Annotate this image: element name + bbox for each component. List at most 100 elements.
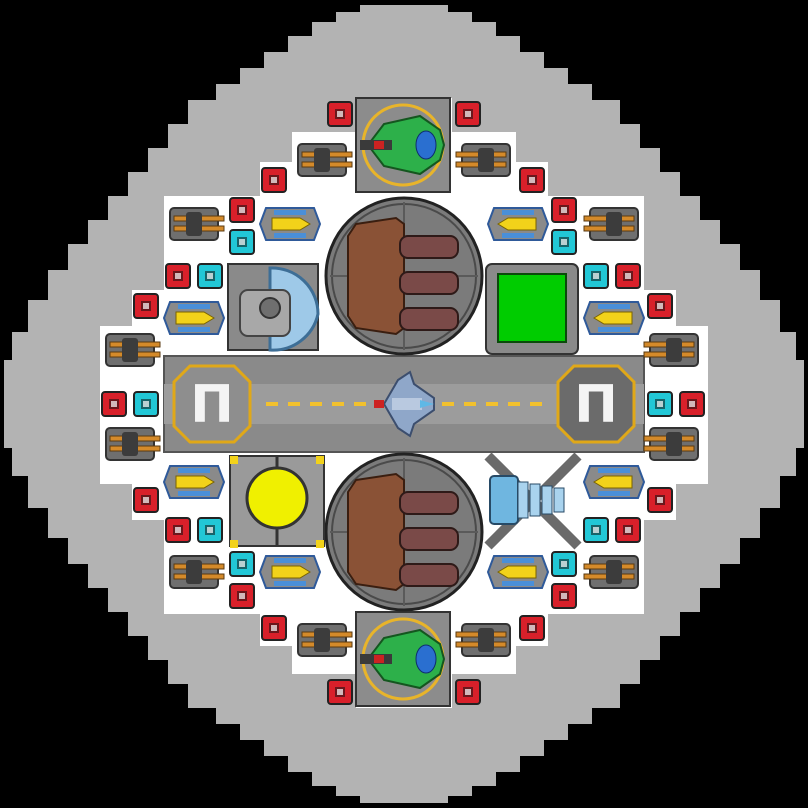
turret-housing — [122, 432, 138, 456]
turret-housing — [478, 148, 494, 172]
core-corner — [230, 456, 238, 464]
red-block[interactable] — [165, 263, 191, 289]
cyan-block[interactable] — [551, 229, 577, 255]
left-pad[interactable]: Π — [172, 364, 252, 444]
red-block[interactable] — [455, 679, 481, 705]
cannon-muzzle — [374, 141, 384, 149]
red-block[interactable] — [327, 679, 353, 705]
red-block[interactable] — [615, 517, 641, 543]
missile — [593, 311, 633, 325]
shield-generator[interactable] — [227, 263, 320, 352]
turret-housing — [186, 212, 202, 236]
turret[interactable] — [643, 333, 699, 367]
cyan-block[interactable] — [229, 229, 255, 255]
red-block[interactable] — [229, 583, 255, 609]
cyan-block[interactable] — [197, 263, 223, 289]
red-block[interactable] — [455, 101, 481, 127]
red-block[interactable] — [519, 615, 545, 641]
power-core[interactable] — [229, 455, 325, 548]
runway-dash — [442, 402, 454, 406]
block-light — [239, 239, 245, 245]
cyan-block[interactable] — [133, 391, 159, 417]
red-block[interactable] — [229, 197, 255, 223]
missile-launcher[interactable] — [162, 465, 226, 499]
core-corner — [316, 456, 324, 464]
missile-launcher[interactable] — [258, 207, 322, 241]
block-light — [689, 401, 695, 407]
block-light — [175, 527, 181, 533]
turret[interactable] — [105, 427, 161, 461]
red-block[interactable] — [647, 487, 673, 513]
control-panel[interactable] — [485, 263, 579, 355]
runway-dash — [354, 402, 366, 406]
block-light — [175, 273, 181, 279]
turret[interactable] — [583, 555, 639, 589]
turret[interactable] — [169, 555, 225, 589]
turret[interactable] — [105, 333, 161, 367]
turret[interactable] — [643, 427, 699, 461]
missile-launcher[interactable] — [486, 555, 550, 589]
red-block[interactable] — [327, 101, 353, 127]
launcher-rail — [598, 491, 630, 496]
red-block[interactable] — [101, 391, 127, 417]
fuel-room-top[interactable] — [324, 196, 484, 356]
cyan-block[interactable] — [229, 551, 255, 577]
turret-housing — [666, 338, 682, 362]
cyan-block[interactable] — [197, 517, 223, 543]
turret[interactable] — [297, 143, 353, 177]
red-block[interactable] — [261, 167, 287, 193]
launcher-rail — [502, 233, 534, 238]
turret[interactable] — [169, 207, 225, 241]
core-corner — [230, 540, 238, 548]
cannon-body — [366, 114, 446, 176]
red-block[interactable] — [551, 197, 577, 223]
cyan-block[interactable] — [583, 517, 609, 543]
runway-dash — [530, 402, 542, 406]
red-block[interactable] — [261, 615, 287, 641]
cyan-block[interactable] — [551, 551, 577, 577]
launcher-rail — [274, 210, 306, 215]
red-block[interactable] — [165, 517, 191, 543]
block-light — [561, 239, 567, 245]
turret[interactable] — [455, 623, 511, 657]
docked-ship[interactable] — [374, 370, 435, 438]
block-light — [657, 303, 663, 309]
red-block[interactable] — [133, 293, 159, 319]
shield-core — [259, 297, 281, 319]
cyan-block[interactable] — [583, 263, 609, 289]
runway-dash — [486, 402, 498, 406]
missile-launcher[interactable] — [582, 465, 646, 499]
missile-launcher[interactable] — [258, 555, 322, 589]
red-block[interactable] — [133, 487, 159, 513]
turret[interactable] — [455, 143, 511, 177]
engine-nozzle-ring — [541, 485, 553, 515]
missile-launcher[interactable] — [582, 301, 646, 335]
core-orb — [245, 466, 309, 530]
red-block[interactable] — [519, 167, 545, 193]
launcher-rail — [274, 581, 306, 586]
missile — [497, 565, 537, 579]
red-block[interactable] — [679, 391, 705, 417]
fuel-room-bottom[interactable] — [324, 452, 484, 612]
cyan-block[interactable] — [647, 391, 673, 417]
turret-housing — [314, 628, 330, 652]
block-light — [239, 561, 245, 567]
block-light — [529, 177, 535, 183]
turret[interactable] — [297, 623, 353, 657]
turret[interactable] — [583, 207, 639, 241]
red-block[interactable] — [551, 583, 577, 609]
engine[interactable] — [484, 452, 582, 550]
pad-label: Π — [574, 375, 618, 435]
missile-launcher[interactable] — [162, 301, 226, 335]
cannon-bay-bottom[interactable] — [355, 611, 451, 707]
block-light — [561, 207, 567, 213]
red-block[interactable] — [647, 293, 673, 319]
launcher-rail — [598, 327, 630, 332]
launcher-rail — [502, 558, 534, 563]
red-block[interactable] — [615, 263, 641, 289]
cannon-bay-top[interactable] — [355, 97, 451, 193]
core-corner — [316, 540, 324, 548]
right-pad[interactable]: Π — [556, 364, 636, 444]
missile-launcher[interactable] — [486, 207, 550, 241]
tank-frame — [347, 472, 405, 592]
